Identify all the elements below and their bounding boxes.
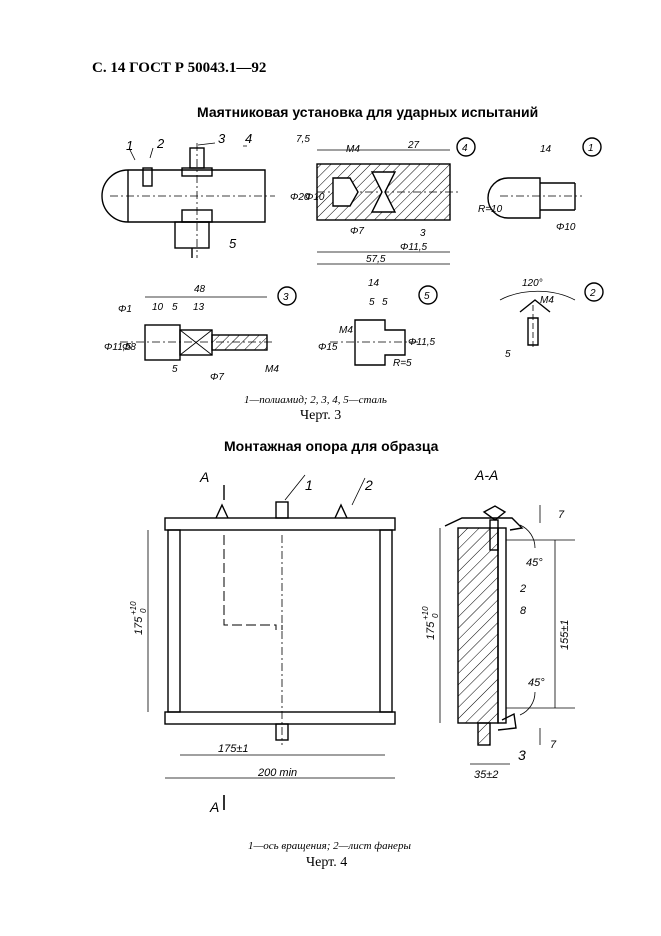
figure-4-title: Монтажная опора для образца: [224, 438, 439, 454]
callout-4: 4: [245, 131, 252, 146]
section-mark-bottom: A: [209, 799, 219, 815]
svg-text:2: 2: [519, 583, 526, 595]
set-screw: [142, 167, 153, 187]
svg-text:45°: 45°: [528, 677, 545, 689]
callout-plywood: 2: [364, 477, 373, 493]
svg-text:4: 4: [462, 143, 468, 154]
svg-text:Φ8: Φ8: [122, 342, 136, 353]
figure-4-caption: 1—ось вращения; 2—лист фанеры: [248, 840, 411, 852]
svg-text:175±1: 175±1: [218, 743, 249, 755]
callout-3: 3: [218, 131, 226, 146]
svg-text:5: 5: [424, 291, 430, 302]
svg-text:0: 0: [139, 608, 148, 613]
callout-2: 2: [156, 136, 165, 151]
svg-text:14: 14: [368, 278, 380, 289]
svg-text:155±1: 155±1: [559, 619, 571, 650]
svg-text:5: 5: [369, 297, 375, 308]
svg-text:7: 7: [558, 509, 565, 521]
svg-text:Φ11,5: Φ11,5: [408, 337, 436, 348]
svg-text:+10: +10: [129, 601, 138, 615]
svg-text:57,5: 57,5: [366, 254, 386, 265]
svg-text:M4: M4: [346, 144, 360, 155]
svg-text:M4: M4: [265, 364, 279, 375]
svg-text:35±2: 35±2: [474, 769, 498, 781]
svg-text:Φ7: Φ7: [350, 226, 364, 237]
svg-text:7,5: 7,5: [296, 134, 310, 145]
svg-text:2: 2: [589, 288, 596, 299]
svg-text:Φ15: Φ15: [318, 342, 338, 353]
svg-text:45°: 45°: [526, 557, 543, 569]
svg-text:Φ10: Φ10: [556, 222, 576, 233]
svg-text:14: 14: [540, 144, 552, 155]
svg-text:5: 5: [172, 302, 178, 313]
svg-text:M4: M4: [540, 295, 554, 306]
svg-text:8: 8: [520, 605, 527, 617]
svg-text:27: 27: [407, 140, 420, 151]
svg-text:Φ11,5: Φ11,5: [400, 242, 428, 253]
svg-text:3: 3: [420, 228, 426, 239]
svg-text:10: 10: [152, 302, 164, 313]
svg-text:5: 5: [505, 349, 511, 360]
svg-text:Φ7: Φ7: [210, 372, 224, 383]
callout-5: 5: [229, 236, 237, 251]
svg-text:Φ20: Φ20: [290, 192, 310, 203]
svg-text:Φ10: Φ10: [305, 192, 325, 203]
svg-text:Φ11,5: Φ11,5: [104, 342, 132, 353]
svg-text:Φ1: Φ1: [118, 304, 132, 315]
svg-text:R=10: R=10: [478, 204, 503, 215]
page-header: С. 14 ГОСТ Р 50043.1—92: [92, 60, 267, 76]
figure-3-number: Черт. 3: [300, 408, 342, 423]
figure-4-number: Черт. 4: [306, 855, 348, 870]
callout-3: 3: [518, 747, 526, 763]
svg-text:5: 5: [172, 364, 178, 375]
svg-text:200 min: 200 min: [257, 767, 297, 779]
svg-text:7: 7: [550, 739, 557, 751]
pendulum-body: [101, 169, 266, 223]
svg-text:3: 3: [283, 292, 289, 303]
svg-text:1: 1: [588, 143, 594, 154]
svg-text:5: 5: [382, 297, 388, 308]
section-mark-top: A: [199, 469, 209, 485]
section-title: A-A: [474, 467, 498, 483]
svg-text:175: 175: [425, 621, 437, 640]
svg-text:0: 0: [431, 613, 440, 618]
svg-text:+10: +10: [421, 606, 430, 620]
svg-text:48: 48: [194, 284, 206, 295]
svg-text:13: 13: [193, 302, 205, 313]
svg-text:175: 175: [133, 616, 145, 635]
callout-axis: 1: [305, 477, 313, 493]
figure-3-caption: 1—полиамид; 2, 3, 4, 5—сталь: [244, 394, 387, 406]
callout-1: 1: [126, 138, 133, 153]
svg-text:R=5: R=5: [393, 358, 412, 369]
svg-text:M4: M4: [339, 325, 353, 336]
svg-text:120°: 120°: [522, 278, 543, 289]
figure-3-title: Маятниковая установка для ударных испыта…: [197, 104, 539, 120]
